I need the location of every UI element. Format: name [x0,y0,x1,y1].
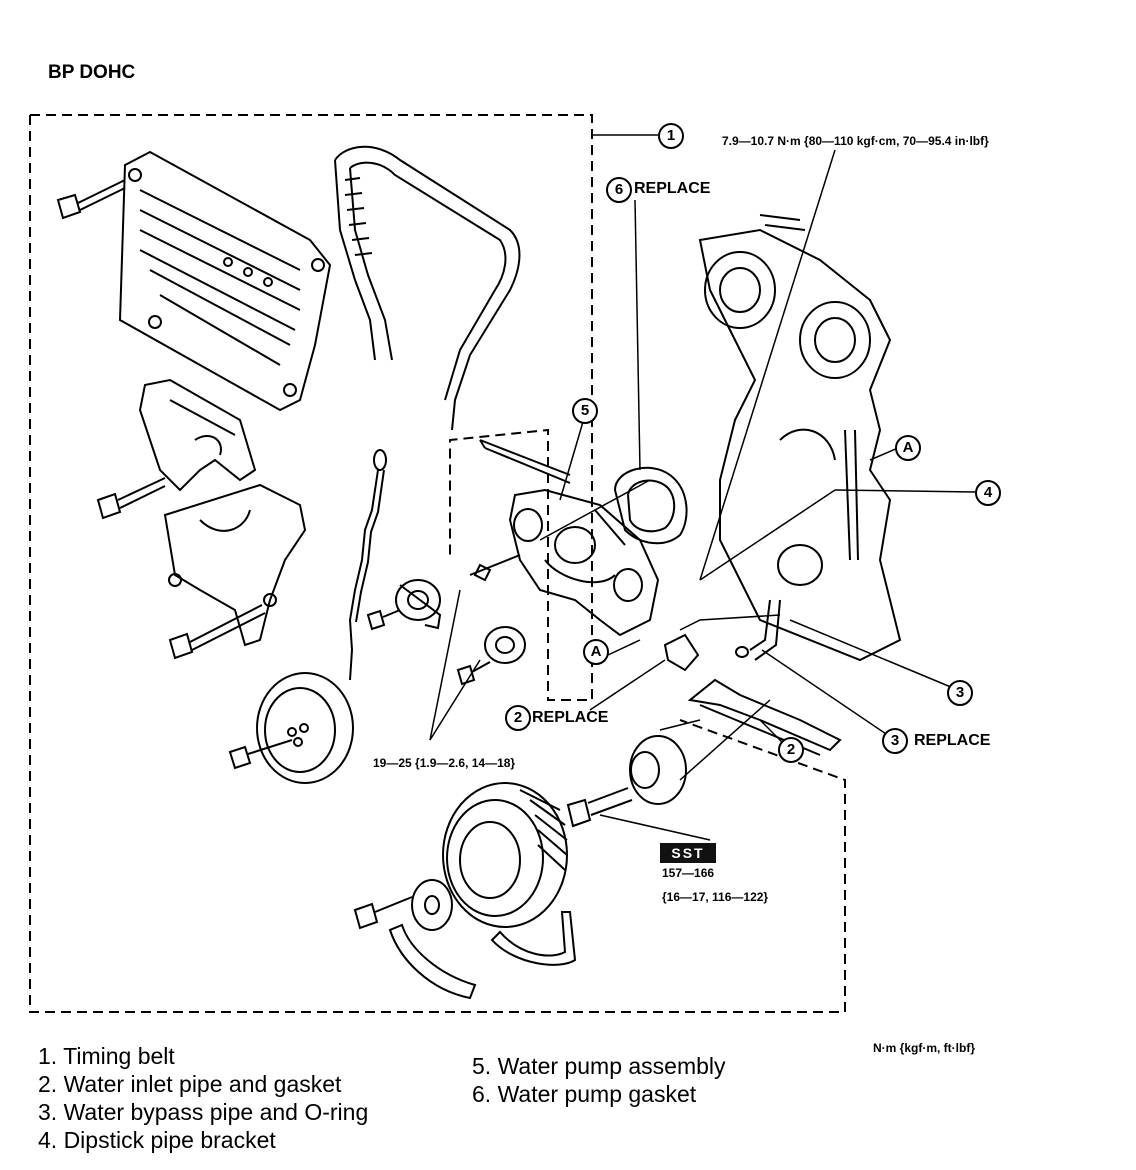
bolt-line-upper [469,554,521,576]
torque-pulley-bolt: 19—25 {1.9—2.6, 14—18} [373,756,516,770]
legend-right: 5. Water pump assembly 6. Water pump gas… [472,1052,726,1108]
callout-3-bottom: 3 [882,728,908,754]
bolt-line-lower [473,563,492,582]
torque-crank-bolt-alt: {16—17, 116—122} [662,890,769,904]
callout-2-gasket: 2 [778,737,804,763]
engine-block [698,214,902,662]
idler-pulley [484,626,526,664]
bolt-middle-cover [96,477,166,520]
replace-label-6: REPLACE [634,180,711,197]
callout-5: 5 [572,398,598,424]
callout-4: 4 [975,480,1001,506]
legend-item-1: 1. Timing belt [38,1043,175,1069]
crank-baffle-plate [411,879,453,931]
bolt-lower-cover [168,604,266,660]
bolt-baffle [353,896,413,930]
lower-cover-seal-left [388,923,477,1000]
water-bypass-pipe [735,599,781,661]
bolt-upper-cover [56,179,126,220]
lower-cover-seal-right [490,911,577,966]
torque-crank-bolt-nm: 157—166 [662,866,715,880]
callout-6: 6 [606,177,632,203]
water-pump-assembly [508,488,660,637]
dipstick [348,449,387,681]
crankshaft-pulley [442,782,568,928]
bolt-idler [456,661,491,686]
legend-item-6: 6. Water pump gasket [472,1081,697,1107]
legend-left: 1. Timing belt 2. Water inlet pipe and g… [38,1042,368,1154]
torque-camshaft-bolt: 7.9—10.7 N·m {80—110 kgf·cm, 70—95.4 in·… [722,134,989,148]
legend-item-4: 4. Dipstick pipe bracket [38,1127,276,1153]
bolt-water-pump-pulley [228,739,293,770]
legend-item-3: 3. Water bypass pipe and O-ring [38,1099,369,1125]
legend-item-5: 5. Water pump assembly [472,1053,726,1079]
diagram-title: BP DOHC [48,62,136,83]
water-inlet-gasket [663,633,700,672]
crank-timing-pulley [629,735,687,805]
water-inlet-pipe [687,678,842,756]
callout-a-pump: A [583,639,609,665]
torque-units: N·m {kgf·m, ft·lbf} [873,1041,975,1055]
lower-timing-cover [163,483,307,647]
callout-3-top: 3 [947,680,973,706]
water-pump-bolts [479,439,571,484]
legend-item-2: 2. Water inlet pipe and gasket [38,1071,342,1097]
dashed-boundary [29,114,846,1013]
callout-2-pipe: 2 [505,705,531,731]
tensioner-pulley [395,579,442,630]
water-pump-gasket [613,466,688,545]
middle-timing-cover [138,378,257,492]
timing-belt [334,145,521,431]
replace-label-3: REPLACE [914,732,991,749]
upper-timing-cover [118,150,332,412]
sst-badge: SST [660,843,716,863]
bolt-tensioner [366,609,401,631]
water-pump-pulley [256,672,354,784]
callout-1: 1 [658,123,684,149]
replace-label-2: REPLACE [532,709,609,726]
callout-a-block: A [895,435,921,461]
crank-bolt [566,787,633,828]
